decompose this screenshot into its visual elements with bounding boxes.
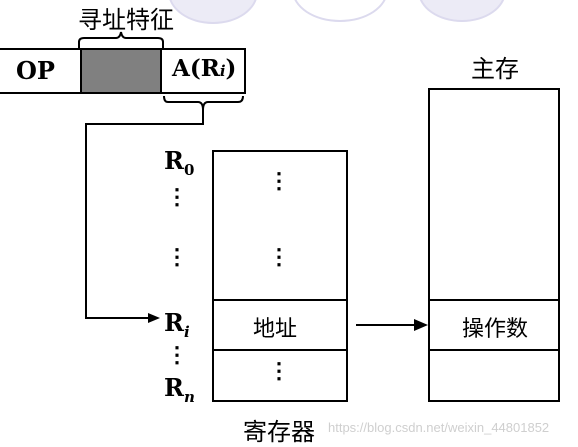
register-rn-label: Rn [164, 373, 195, 406]
register-ri-label: Ri [164, 308, 190, 341]
register-ri-subscript: i [183, 322, 190, 341]
address-field: A(Ri) [172, 55, 236, 82]
register-ri-cell-top-border [212, 299, 348, 301]
addressing-feature-title: 寻址特征 [78, 6, 174, 34]
register-r0-subscript: 0 [183, 160, 195, 179]
operand-cell: 操作数 [462, 317, 529, 342]
register-rn-letter: R [164, 373, 184, 402]
register-file-title: 寄存器 [243, 418, 315, 446]
address-field-subscript: i [219, 62, 226, 80]
opcode-field: OP [16, 56, 55, 85]
register-r0-label: R0 [164, 146, 194, 179]
operand-cell-bottom-border [428, 349, 560, 351]
addressing-brace [78, 31, 164, 48]
register-address-cell: 地址 [253, 317, 298, 342]
register-dots-lower: ⋮ [166, 342, 188, 368]
address-field-suffix: ) [225, 55, 237, 82]
address-field-prefix: A(R [172, 55, 220, 82]
register-dots-upper: ⋮ [166, 184, 188, 210]
register-file-dots-top: ⋮ [268, 168, 290, 194]
addressing-feature-field [80, 48, 162, 94]
operand-cell-top-border [428, 299, 560, 301]
register-file-dots-bottom: ⋮ [268, 358, 290, 384]
watermark: https://blog.csdn.net/weixin_44801852 [328, 420, 550, 435]
main-memory [428, 88, 560, 402]
register-dots-middle: ⋮ [166, 244, 188, 270]
register-r0-letter: R [164, 146, 184, 175]
register-file [212, 150, 348, 402]
main-memory-title: 主存 [471, 55, 519, 83]
register-ri-letter: R [164, 308, 184, 337]
register-rn-subscript: n [183, 387, 195, 406]
register-file-dots-middle: ⋮ [268, 244, 290, 270]
register-ri-cell-bottom-border [212, 349, 348, 351]
